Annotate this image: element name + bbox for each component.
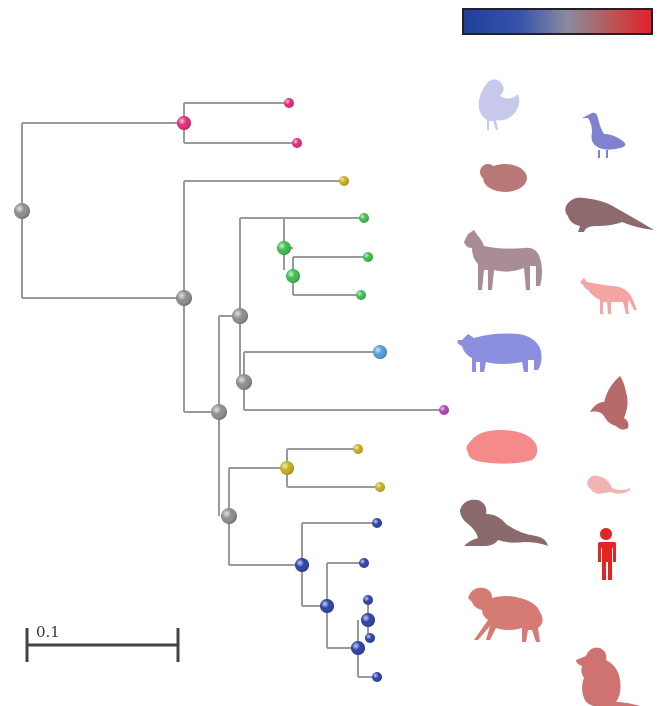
bat-icon	[590, 376, 629, 430]
tree-internal-node	[277, 241, 291, 255]
tree-tip-node	[353, 444, 363, 454]
animal-silhouettes	[457, 79, 654, 706]
tree-tip-node	[284, 98, 294, 108]
node-highlight	[359, 558, 369, 568]
goose-icon	[582, 112, 626, 158]
tree-tip-node	[339, 176, 349, 186]
monkey-sitting-icon	[576, 647, 640, 706]
node-highlight	[363, 252, 373, 262]
node-highlight	[292, 138, 302, 148]
mouse-icon	[587, 475, 630, 494]
node-highlight	[221, 508, 237, 524]
node-highlight	[372, 518, 382, 528]
human-icon	[598, 528, 616, 580]
tree-tip-node	[365, 633, 375, 643]
tree-internal-node	[286, 269, 300, 283]
node-highlight	[14, 203, 30, 219]
tree-internal-node	[14, 203, 30, 219]
tree-internal-node	[211, 404, 227, 420]
pig-icon	[457, 333, 542, 372]
tree-tip-node	[372, 518, 382, 528]
tree-internal-node	[177, 116, 191, 130]
guinea-pig-icon	[466, 430, 538, 464]
scale-bar-label: 0.1	[36, 623, 60, 641]
colorbar	[462, 8, 653, 35]
tree-internal-node	[232, 308, 248, 324]
tree-tip-node	[363, 595, 373, 605]
tree-tip-node	[363, 252, 373, 262]
node-highlight	[284, 98, 294, 108]
tree-internal-node	[351, 641, 365, 655]
node-highlight	[339, 176, 349, 186]
node-highlight	[232, 308, 248, 324]
chicken-icon	[478, 79, 520, 130]
node-highlight	[320, 599, 334, 613]
macaque-icon	[468, 587, 543, 642]
node-highlight	[295, 558, 309, 572]
node-highlight	[236, 374, 252, 390]
node-highlight	[280, 461, 294, 475]
scale-bar: 0.1	[25, 623, 180, 662]
node-highlight	[351, 641, 365, 655]
node-highlight	[372, 672, 382, 682]
node-highlight	[361, 613, 375, 627]
node-highlight	[359, 213, 369, 223]
node-highlight	[176, 290, 192, 306]
ferret-icon	[565, 197, 654, 232]
tree-internal-node	[320, 599, 334, 613]
hamster-icon	[480, 164, 527, 192]
node-highlight	[363, 595, 373, 605]
node-highlight	[375, 482, 385, 492]
node-highlight	[211, 404, 227, 420]
tree-internal-node	[221, 508, 237, 524]
node-highlight	[356, 290, 366, 300]
dog-icon	[464, 230, 542, 290]
node-highlight	[365, 633, 375, 643]
tree-tip-node	[439, 405, 449, 415]
node-highlight	[177, 116, 191, 130]
cat-icon	[580, 278, 637, 314]
node-highlight	[286, 269, 300, 283]
node-highlight	[277, 241, 291, 255]
marmoset-icon	[460, 499, 548, 546]
tree-nodes	[14, 98, 449, 682]
node-highlight	[439, 405, 449, 415]
node-highlight	[373, 345, 387, 359]
tree-internal-node	[176, 290, 192, 306]
tree-internal-node	[361, 613, 375, 627]
tree-internal-node	[236, 374, 252, 390]
node-highlight	[353, 444, 363, 454]
tree-tip-node	[373, 345, 387, 359]
tree-tip-node	[359, 558, 369, 568]
tree-internal-node	[295, 558, 309, 572]
tree-branches	[21, 102, 444, 678]
tree-tip-node	[375, 482, 385, 492]
tree-tip-node	[372, 672, 382, 682]
tree-tip-node	[359, 213, 369, 223]
tree-tip-node	[292, 138, 302, 148]
tree-tip-node	[356, 290, 366, 300]
tree-internal-node	[280, 461, 294, 475]
